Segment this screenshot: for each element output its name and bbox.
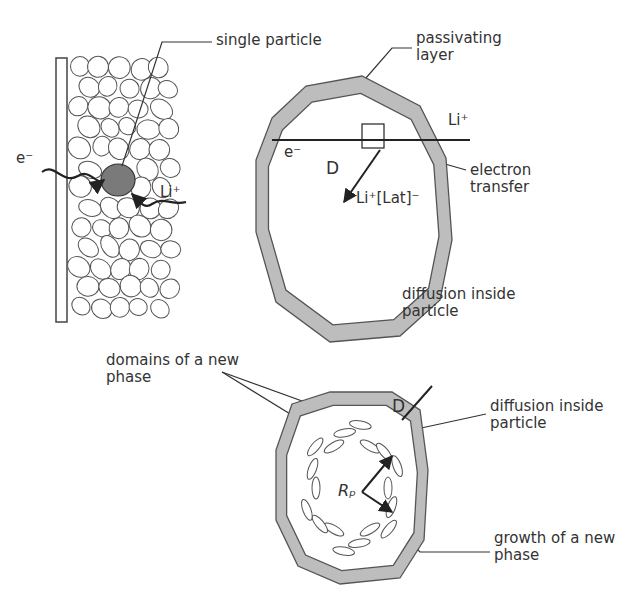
- callout-label: electron transfer: [470, 162, 570, 196]
- particle-with-new-phase: [276, 392, 428, 584]
- particle-grain: [95, 73, 120, 99]
- particle-core: [287, 405, 418, 570]
- particle-grain: [69, 214, 95, 240]
- diffusion-symbol: D: [392, 398, 412, 415]
- active-particle: [101, 164, 135, 196]
- callout-label: single particle: [216, 32, 356, 49]
- phase-domain: [332, 545, 355, 557]
- bottom-particle-marks: [362, 386, 432, 512]
- particle-grain: [76, 276, 99, 297]
- particle-grain: [138, 237, 164, 260]
- particle-grain: [160, 240, 182, 259]
- radius-symbol: Rₚ: [338, 482, 368, 499]
- phase-domain: [312, 477, 320, 499]
- diffusion-symbol: D: [326, 160, 346, 177]
- particle-grain: [64, 132, 95, 163]
- particle-grain: [156, 275, 184, 302]
- particle-grain: [115, 114, 139, 138]
- phase-domain: [374, 441, 394, 463]
- phase-domain: [310, 513, 330, 535]
- phase-domain: [333, 427, 356, 439]
- electrode: [56, 58, 67, 322]
- callout-label: growth of a new phase: [494, 530, 624, 564]
- particle-grain: [155, 115, 183, 143]
- particle-grain: [149, 218, 173, 241]
- callout-label: passivating layer: [416, 30, 526, 64]
- particle-grain: [157, 155, 184, 181]
- phase-domain: [305, 457, 320, 480]
- electron-symbol: e⁻: [284, 144, 314, 161]
- phase-domain: [384, 477, 392, 499]
- particle-grain: [104, 134, 133, 163]
- particle-grain: [127, 296, 149, 317]
- particle-grain: [97, 232, 123, 261]
- phase-domain: [379, 518, 399, 540]
- particle-grain: [70, 56, 89, 76]
- ion-symbol: Li⁺: [160, 184, 200, 201]
- particle-grain: [148, 139, 170, 161]
- particle-grain: [77, 197, 104, 219]
- passivating-layer: [276, 392, 428, 584]
- phase-domain: [305, 436, 325, 458]
- phase-domain: [299, 498, 314, 521]
- formula-label: Li⁺[Lat]⁻: [356, 190, 466, 207]
- phase-domain: [358, 521, 381, 539]
- phase-domain: [390, 454, 405, 477]
- callout-label: diffusion inside particle: [490, 398, 635, 432]
- phase-domain: [348, 537, 371, 549]
- particle-grain: [155, 77, 180, 101]
- callout-label: domains of a new phase: [106, 352, 256, 386]
- particle-grain: [137, 119, 161, 139]
- particle-grain: [108, 296, 131, 319]
- phase-domain: [349, 419, 372, 431]
- particle-grain: [68, 294, 93, 319]
- particle-grain: [136, 275, 162, 301]
- particle-grain: [147, 296, 173, 322]
- particle-grain: [144, 54, 172, 82]
- phase-domain: [322, 437, 345, 455]
- ion-symbol: Li⁺: [448, 112, 488, 129]
- electron-symbol: e⁻: [16, 150, 46, 167]
- callout-label: diffusion inside particle: [402, 286, 552, 320]
- particle-grain: [96, 275, 123, 300]
